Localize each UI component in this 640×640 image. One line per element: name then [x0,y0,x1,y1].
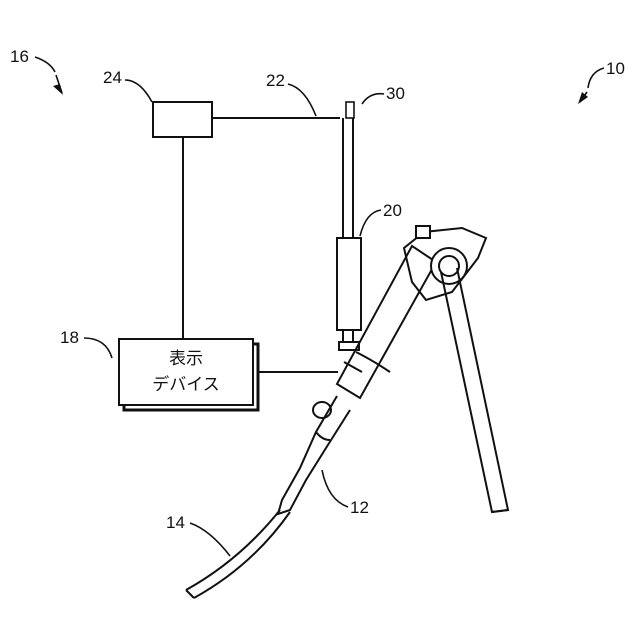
ref-20-leader [360,210,381,236]
ref-20: 20 [383,201,402,220]
ref-30-leader [362,94,384,104]
controller-box [153,102,212,137]
ref-18-leader [84,338,112,358]
ref-12-leader [322,470,348,507]
tube-joint [316,432,330,440]
ref-10-leader [588,68,604,88]
control-knob [416,226,430,238]
ref-30: 30 [386,84,405,103]
ref-16: 16 [10,47,29,66]
display-label-line1: 表示 [169,349,203,369]
ref-14-leader [190,523,230,556]
ref-22-leader [288,84,316,116]
ref-24: 24 [103,68,122,87]
ref-16-leader [35,57,55,72]
ref-12: 12 [350,498,369,517]
display-label-line2: デバイス [152,374,220,395]
probe-neck [343,330,353,342]
flexible-tube-right [194,512,290,598]
ref-24-leader [125,80,152,102]
ref-18: 18 [60,328,79,347]
flexible-tube-left [186,510,280,590]
flexible-tube-tip [186,590,194,598]
umbilical-cable [441,268,508,512]
ref-10: 10 [606,59,625,78]
ref-22: 22 [266,71,285,90]
ref-14: 14 [166,513,185,532]
umbilical-end [492,510,508,512]
probe-body-20 [337,238,361,330]
sensor-30 [346,102,354,118]
